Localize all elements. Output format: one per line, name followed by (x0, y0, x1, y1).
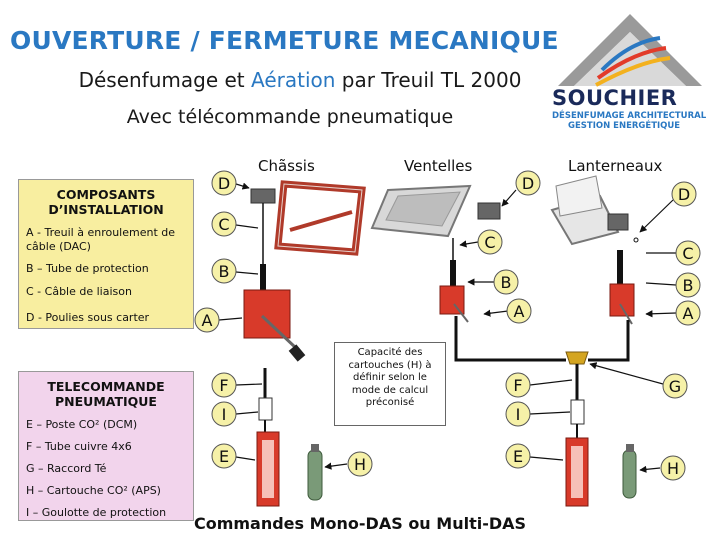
telecommande-title-1: TELECOMMANDE (47, 379, 165, 394)
subtitle-suffix: par Treuil TL 2000 (335, 68, 522, 92)
ventelles-label-b: B (501, 273, 512, 292)
chassis-window (274, 180, 366, 256)
chassis-label-c: C (218, 215, 229, 234)
section-lanterneaux: Lanterneaux (568, 157, 663, 175)
ventelles-tube-b (450, 260, 456, 286)
logo-swoosh-red (596, 46, 667, 80)
ventelles-unit (370, 184, 472, 238)
chassis-label-b: B (219, 262, 230, 281)
chassis-tube-b (260, 264, 266, 290)
ventelles-pulley-d (477, 202, 501, 220)
telecommande-title-2: PNEUMATIQUE (55, 394, 157, 409)
lanterneaux-label-b: B (683, 276, 694, 295)
chassis-label-f: F (219, 376, 228, 395)
chassis-winch-a (243, 289, 306, 362)
composant-a-line1: A - Treuil à enroulement de (26, 226, 176, 239)
network-label-h: H (667, 459, 679, 478)
composants-title-1: COMPOSANTS (56, 187, 156, 202)
network-label-i: I (516, 405, 521, 424)
logo-tagline-2: GESTION ENERGÉTIQUE (568, 121, 681, 131)
page-title: OUVERTURE / FERMETURE MECANIQUE (10, 26, 559, 55)
network-label-e: E (513, 447, 523, 466)
network-label-g: G (669, 377, 681, 396)
lanterneaux-tube-b (617, 250, 623, 284)
ventelles-label-c: C (484, 233, 495, 252)
section-ventelles: Ventelles (404, 157, 473, 175)
composant-a-line2: câble (DAC) (26, 240, 91, 253)
pneumatic-network (454, 316, 637, 507)
chassis-label-e: E (219, 447, 229, 466)
subtitle-line2: Avec télécommande pneumatique (126, 106, 454, 128)
footer-caption: Commandes Mono-DAS ou Multi-DAS (193, 514, 527, 533)
network-label-f: F (513, 376, 522, 395)
telecommande-g: G – Raccord Té (26, 462, 107, 475)
composant-c: C - Câble de liaison (26, 285, 132, 298)
logo-tagline-1: DÉSENFUMAGE ARCHITECTURAL (552, 111, 707, 121)
callout-arrows (218, 182, 677, 473)
composants-title-2: D’INSTALLATION (48, 202, 164, 217)
composant-d: D - Poulies sous carter (26, 311, 150, 324)
logo-swoosh-blue (600, 36, 661, 72)
lanterneaux-label-a: A (683, 304, 694, 323)
chassis-label-a: A (202, 311, 213, 330)
subtitle: Désenfumage et Aération par Treuil TL 20… (0, 68, 600, 92)
chassis-pneumatic-column (256, 368, 323, 507)
lanterneaux-unit (550, 175, 620, 246)
telecommande-e: E – Poste CO² (DCM) (26, 418, 138, 431)
telecommande-box: TELECOMMANDE PNEUMATIQUE E – Poste CO² (… (18, 371, 194, 521)
chassis-pulley-d (250, 188, 276, 264)
capacity-note: Capacité des cartouches (H) à définir se… (334, 342, 446, 426)
subtitle-highlight: Aération (250, 68, 336, 92)
subtitle-prefix: Désenfumage et (78, 68, 251, 92)
lanterneaux-label-c: C (682, 244, 693, 263)
logo-roof (558, 14, 702, 86)
composants-box: COMPOSANTS D’INSTALLATION A - Treuil à e… (18, 179, 194, 329)
lanterneaux-winch-a (609, 283, 635, 325)
section-chassis: Chãssis (258, 157, 315, 175)
chassis-label-h: H (354, 455, 366, 474)
lanterneaux-label-d: D (678, 185, 690, 204)
ventelles-winch-a (439, 285, 469, 323)
souchier-logo-icon (558, 14, 702, 87)
telecommande-f: F – Tube cuivre 4x6 (26, 440, 132, 453)
ventelles-label-a: A (514, 302, 525, 321)
ventelles-label-d: D (522, 174, 534, 193)
lanterneaux-pulley-d (607, 213, 629, 231)
chassis-label-i: I (222, 405, 227, 424)
raccord-te (565, 351, 589, 365)
telecommande-i: I – Goulotte de protection (26, 506, 167, 519)
lanterneaux-pulley-wheel (633, 237, 639, 243)
logo-swoosh-yellow (595, 56, 671, 87)
label-circles: D C B A F I E H D C B A D C B A G F (194, 170, 701, 481)
telecommande-h: H – Cartouche CO² (APS) (26, 484, 161, 497)
chassis-label-d: D (218, 174, 230, 193)
logo-name: SOUCHIER (552, 86, 678, 110)
composant-b: B – Tube de protection (26, 262, 149, 275)
